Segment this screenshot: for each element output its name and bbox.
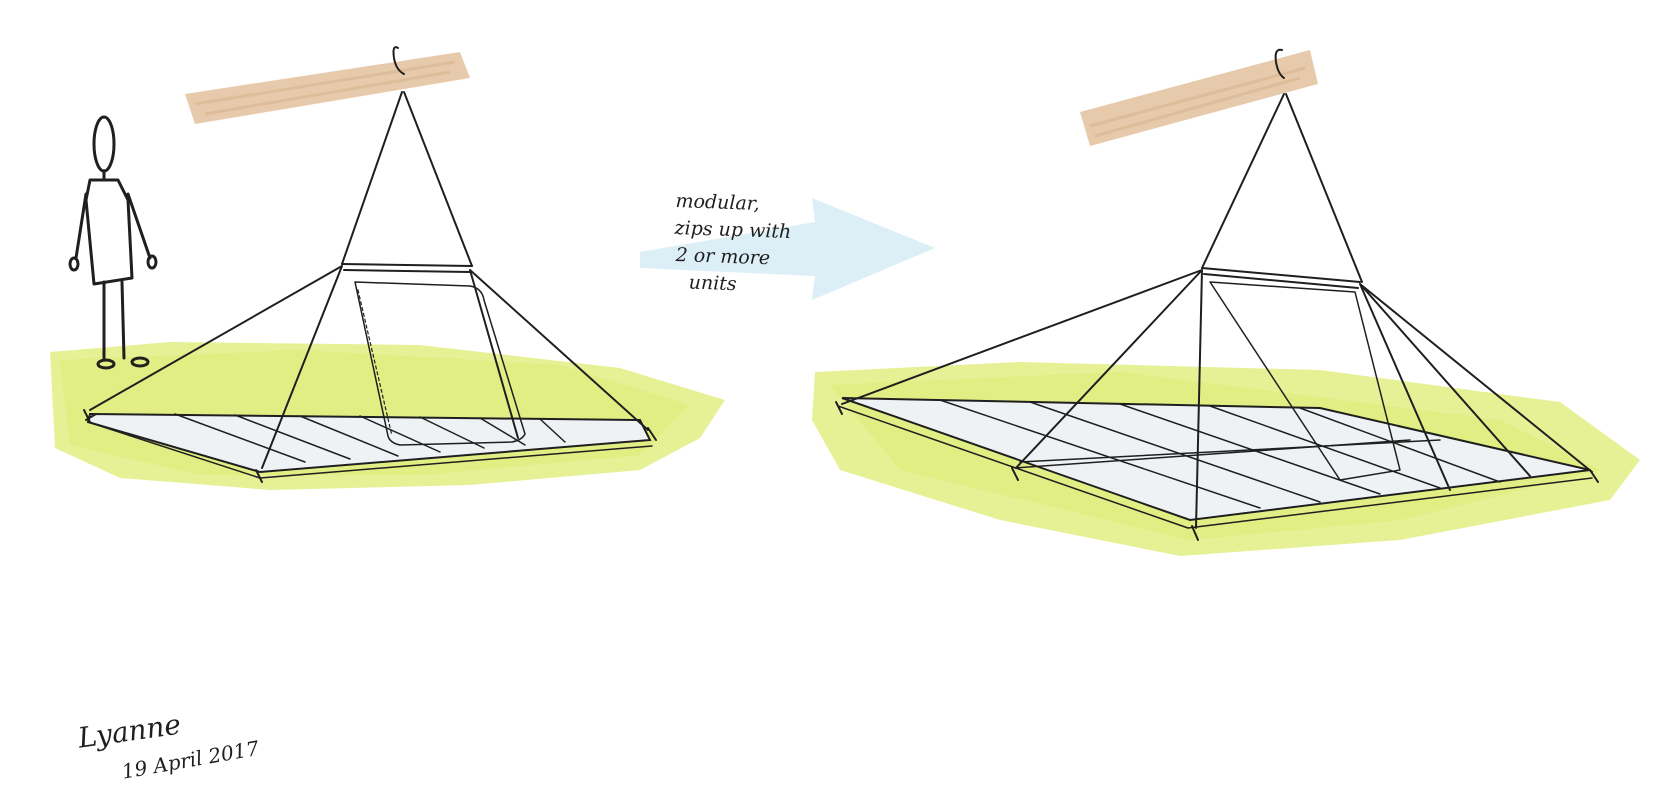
- note-line-4: units: [688, 271, 738, 296]
- right-mat-seams: [939, 399, 1501, 509]
- note-line-3: 2 or more: [675, 244, 771, 270]
- double-unit-sketch: [812, 48, 1640, 556]
- right-canopy: [841, 48, 1593, 529]
- single-unit-sketch: [50, 46, 725, 490]
- modular-note: modular, zips up with 2 or more units: [672, 188, 792, 300]
- arrow-wash: [640, 198, 935, 300]
- left-canopy: [89, 46, 649, 469]
- left-branch: [185, 52, 470, 124]
- note-line-2: zips up with: [674, 216, 792, 244]
- note-line-1: modular,: [675, 189, 761, 215]
- person-figure: [68, 115, 158, 370]
